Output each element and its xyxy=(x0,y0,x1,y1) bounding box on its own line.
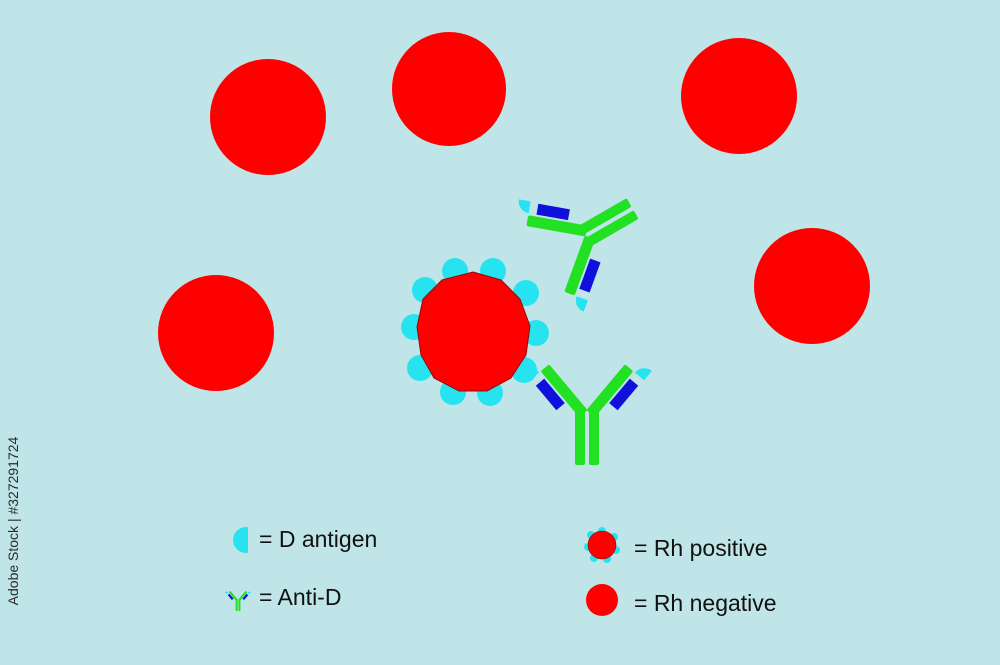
d-antigen-legend-icon xyxy=(233,527,248,553)
anti-d-legend-icon xyxy=(225,588,251,611)
rh-positive-legend-label: = Rh positive xyxy=(634,535,768,561)
stock-id-text: Adobe Stock | #327291724 xyxy=(5,436,21,606)
rh-negative-legend-label: = Rh negative xyxy=(634,590,777,616)
anti-d-antibody xyxy=(522,354,652,465)
stock-id-watermark: Adobe Stock | #327291724 xyxy=(2,436,24,606)
rh-positive-cell xyxy=(401,258,549,406)
rh-negative-cell xyxy=(392,32,506,146)
anti-d-legend-label: = Anti-D xyxy=(259,584,342,610)
rh-negative-legend-icon xyxy=(586,584,618,616)
rh-positive-legend-icon xyxy=(584,527,620,563)
rh-negative-cell xyxy=(158,275,274,391)
d-antigen-legend-label: = D antigen xyxy=(259,526,378,552)
rh-negative-cell xyxy=(754,228,870,344)
rh-negative-cell xyxy=(681,38,797,154)
rh-negative-cell xyxy=(210,59,326,175)
